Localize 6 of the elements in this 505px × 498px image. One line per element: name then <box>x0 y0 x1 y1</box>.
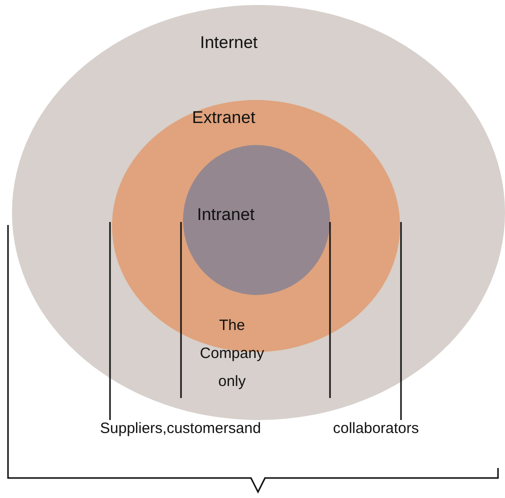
zone-label: Extranet <box>192 108 256 128</box>
bracket-caption: collaborators <box>333 420 419 437</box>
zone-label: Internet <box>200 33 258 53</box>
bracket-caption: Suppliers,customersand <box>100 420 261 437</box>
zone-label: Intranet <box>197 205 255 225</box>
zone-note: The Company only <box>198 316 266 392</box>
